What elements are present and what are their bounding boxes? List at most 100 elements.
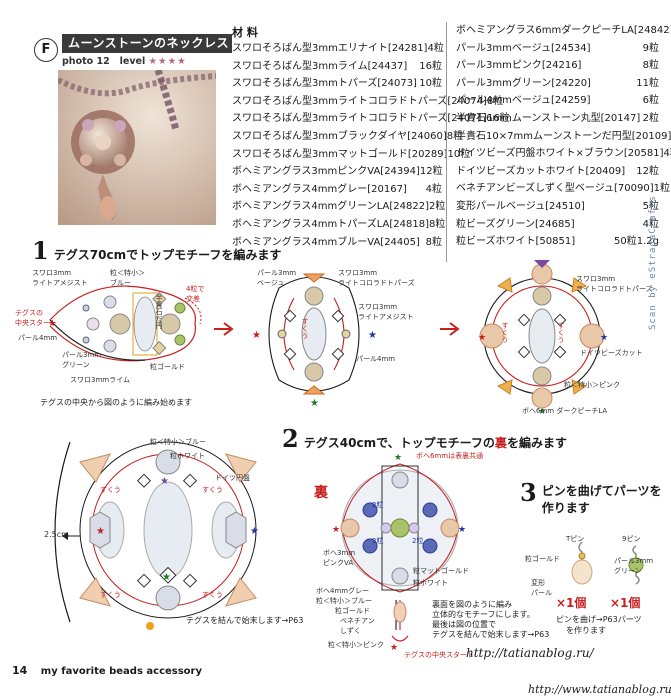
column-divider (446, 22, 447, 262)
svg-text:★: ★ (390, 643, 398, 650)
step1-diagram-middle: ★ ★ ★ (252, 273, 377, 408)
material-row: スワロそろばん型3mmエリナイト[24281]4粒 (232, 43, 444, 54)
material-row: ドイツビーズ円盤ホワイト×ブラウン[20581]4粒 (456, 148, 671, 160)
label-venetian-drop: ベネチアンしずく (340, 617, 375, 635)
material-row: ドイツビーズカットホワイト[20409]12粒 (456, 165, 659, 177)
material-row: パール4mmベージュ[24259]6粒 (456, 95, 659, 107)
svg-text:★: ★ (96, 526, 105, 537)
material-row: ボヘミアングラス3mmピンクVA[24394]12粒 (232, 166, 443, 178)
material-row: 半貴石10×7mmムーンストーンだ円型[20109]1粒 (456, 130, 671, 142)
step1-diagram-start: ★ (48, 285, 202, 362)
material-row: 粒ビーズグリーン[24685]4粒 (456, 218, 659, 230)
material-row: 変形パールベージュ[24510]5粒 (456, 200, 659, 212)
label-bead-pink: 粒＜特小＞ピンク (564, 381, 620, 389)
series-title: my favorite beads accessory (40, 666, 202, 677)
step3-heading: 3 ピンを曲げてパーツを 作ります (520, 478, 662, 516)
label-2-beads-a: 2粒 (372, 501, 384, 509)
label-german-cut: ドイツビーズカット (580, 349, 643, 357)
blog-url-link[interactable]: http://tatianablog.ru/ (466, 646, 594, 660)
step1-title: テグス70cmでトップモチーフを編みます (53, 248, 282, 262)
step3-note-1: ピンを曲げ→P63パーツ (556, 615, 642, 624)
pin-parts-diagram (571, 542, 644, 585)
svg-text:★: ★ (458, 525, 466, 535)
label-bead-white: 粒ホワイト (170, 452, 205, 460)
label-t-pin: Tピン (566, 535, 585, 543)
material-row: ボヘミアングラス4mmトパーズLA[24818]8粒 (232, 218, 446, 230)
page-footer: 14 my favorite beads accessory (12, 664, 202, 677)
label-bohe-4mm-grey: ボヘ4mmグレー粒＜特小＞ブルー (316, 587, 372, 605)
svg-text:★: ★ (162, 572, 171, 583)
step2-title-emphasis: 裏 (494, 436, 507, 450)
label-scoop-d: すくう (202, 591, 223, 599)
step3-number: 3 (520, 478, 537, 507)
label-bohe-6mm: ボヘ6mm ダークピーチLA (522, 407, 608, 415)
label-2-beads-b: 2粒 (372, 537, 384, 545)
label-2-beads-c: 2粒 (412, 537, 424, 545)
step2-number: 2 (282, 424, 299, 453)
step3-title-line1: ピンを曲げてパーツを (541, 484, 662, 498)
label-gold-bead: 粒ゴールド (525, 555, 560, 563)
label-scoop-b: すくう (202, 486, 223, 494)
back-side-label: 裏 (314, 485, 328, 501)
material-row: スワロそろばん型3mmライム[24437]16粒 (232, 60, 442, 72)
label-2-5cm: 2.5cm (44, 530, 69, 539)
label-bead-blue-2: 粒＜特小＞ブルー (150, 438, 206, 446)
step1-diagram-final: ★ ★ ★ (478, 260, 608, 416)
materials-list-right: ボヘミアングラス6mmダークピーチLA[24842]8粒 パール3mmベージュ[… (456, 22, 671, 251)
page-number: 14 (12, 664, 28, 677)
label-thread-start-2: テグスの中央スタート (404, 651, 474, 659)
material-row: 半貴石6mmムーンストーン丸型[20147]2粒 (456, 112, 659, 124)
necklace-photo (58, 70, 216, 225)
step1-number: 1 (32, 236, 49, 265)
arrow-right-icon (440, 322, 460, 336)
svg-text:★: ★ (368, 330, 377, 341)
svg-text:★: ★ (48, 319, 56, 329)
label-thread-start: テグスの中央スタート (15, 309, 57, 327)
label-pearl-4mm: パール4mm (18, 334, 58, 342)
step2-diagram: ★ ★ ★ ★ (332, 453, 466, 650)
material-row: スワロそろばん型3mmライトコロラドトパーズ[24071]16粒 (232, 113, 510, 125)
material-row: スワロそろばん型3mmマットゴールド[20289]10粒 (232, 148, 471, 160)
step2-title-b: を編みます (506, 436, 567, 450)
photo-label: photo 12 (62, 56, 110, 67)
label-swaro-lime: スワロ3mmライム (70, 376, 130, 384)
svg-text:★: ★ (310, 398, 319, 408)
material-row: スワロそろばん型3mmライトコロラドトパーズ[24074]8粒 (232, 95, 504, 107)
label-bead-gold-2: 粒ゴールド (335, 607, 370, 615)
material-row: ベネチアンビーズしずく型ベージュ[70090]1粒 (456, 183, 670, 195)
level-stars: ★★★★ (148, 56, 187, 67)
step2-title-a: テグス40cmで、トップモチーフの (303, 436, 495, 450)
back-motif-diagram: ★ ★ ★ ★ (54, 441, 259, 630)
svg-text:★: ★ (252, 330, 261, 341)
page-title: ムーンストーンのネックレス (62, 34, 232, 53)
material-row: スワロそろばん型3mmブラックダイヤ[24060]8粒 (232, 130, 464, 142)
step3-title-line2: 作ります (541, 501, 590, 515)
blog-url-bottom-link[interactable]: http://www.tatianablog.ru (528, 683, 671, 696)
label-bead-pink-2: 粒＜特小＞ピンク (328, 641, 384, 649)
svg-text:★: ★ (538, 407, 546, 416)
label-oval-stone: 半貴石だ円 (155, 294, 163, 329)
level-label: level (119, 56, 146, 67)
section-letter-badge: F (34, 38, 58, 62)
svg-text:★: ★ (160, 476, 169, 487)
label-bead-blue: 粒＜特小＞ブルー (110, 269, 145, 287)
recipe-header: F ムーンストーンのネックレス photo 12 level ★★★★ (34, 30, 232, 70)
material-row: ボヘミアングラス4mmブルーVA[24405]8粒 (232, 236, 442, 248)
svg-text:★: ★ (332, 525, 340, 535)
svg-text:★: ★ (394, 453, 402, 463)
material-row: パール3mmピンク[24216]8粒 (456, 60, 659, 72)
step3-note-2: を作ります (566, 626, 606, 635)
material-row: パール3mmベージュ[24534]9粒 (456, 42, 659, 54)
photo-level-line: photo 12 level ★★★★ (62, 56, 187, 67)
label-scoop-a: すくう (100, 486, 121, 494)
material-row: ボヘミアングラス4mmグリーンLA[24822]2粒 (232, 201, 446, 213)
label-bead-matt-gold: 粒マットゴールド (413, 567, 469, 575)
step2-heading: 2 テグス40cmで、トップモチーフの裏を編みます (282, 424, 567, 453)
material-row: ボヘミアングラス6mmダークピーチLA[24842]8粒 (456, 25, 671, 36)
